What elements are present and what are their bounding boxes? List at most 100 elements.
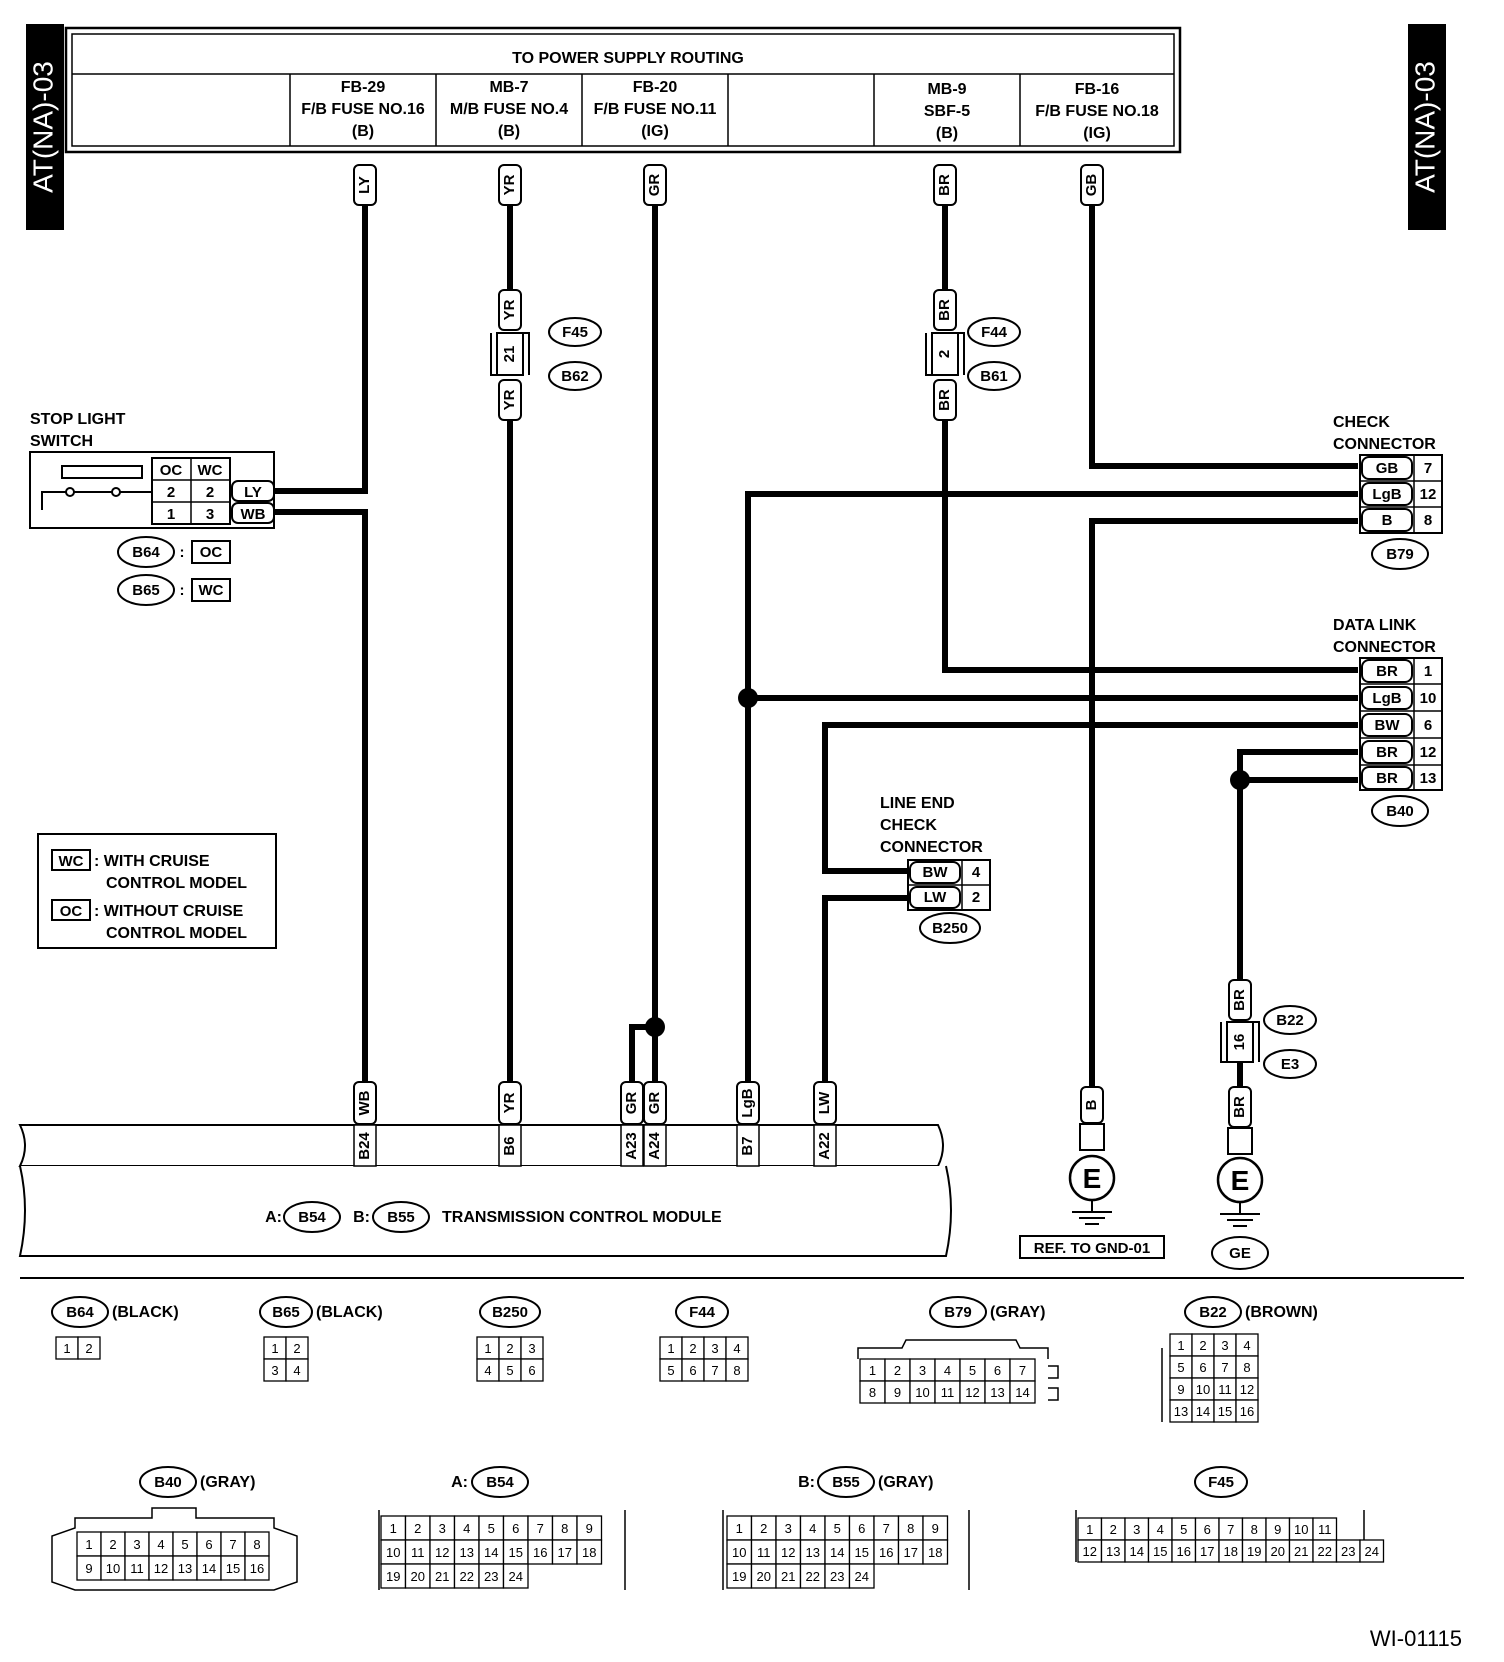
pin-label: 12 xyxy=(965,1385,979,1400)
svg-text:FB-20: FB-20 xyxy=(633,79,678,96)
pin-label: 2 xyxy=(894,1363,901,1378)
pin-label: 11 xyxy=(941,1385,955,1400)
pin-label: 23 xyxy=(484,1569,498,1584)
svg-text:10: 10 xyxy=(1420,690,1437,707)
svg-text:BR: BR xyxy=(1376,770,1398,787)
svg-text:B61: B61 xyxy=(980,368,1008,385)
pin-label: 5 xyxy=(1177,1360,1184,1375)
svg-text:B62: B62 xyxy=(561,368,589,385)
pin-cell xyxy=(576,1515,603,1541)
pin-label: 2 xyxy=(414,1521,421,1536)
wire-ly xyxy=(275,205,368,494)
pin-label: 8 xyxy=(1243,1360,1250,1375)
pin-label: 19 xyxy=(732,1569,746,1584)
pin-label: 10 xyxy=(106,1561,120,1576)
pin-label: 10 xyxy=(1196,1382,1210,1397)
wire-tag-wb-tcm: WB xyxy=(353,1081,377,1125)
ground-ge: E GE xyxy=(1211,1127,1269,1270)
svg-text:1: 1 xyxy=(1424,663,1432,680)
svg-text:MB-9: MB-9 xyxy=(927,81,966,98)
wires xyxy=(275,205,1358,1140)
svg-text:2: 2 xyxy=(167,484,175,501)
pin-label: 6 xyxy=(528,1363,535,1378)
ground-ref-gnd01: E REF. TO GND-01 xyxy=(1019,1123,1165,1259)
pin-label: 3 xyxy=(1221,1338,1228,1353)
pin-cell xyxy=(775,1563,802,1589)
pin-label: 15 xyxy=(509,1545,523,1560)
pin-cell xyxy=(848,1563,875,1589)
svg-text:B40: B40 xyxy=(1386,803,1414,820)
pin-label: 14 xyxy=(1196,1404,1210,1419)
pin-label: 5 xyxy=(969,1363,976,1378)
pin-cell xyxy=(429,1515,456,1541)
svg-text:B7: B7 xyxy=(739,1136,756,1155)
svg-text:OC: OC xyxy=(200,544,223,561)
pin-label: 6 xyxy=(858,1521,865,1536)
svg-text:BR: BR xyxy=(936,389,953,411)
pin-label: 2 xyxy=(1110,1522,1117,1537)
pin-label: 15 xyxy=(1153,1544,1167,1559)
svg-text:B:: B: xyxy=(798,1474,815,1491)
wire-lw xyxy=(822,895,908,1092)
pin-label: 13 xyxy=(1106,1544,1120,1559)
pin-cell xyxy=(220,1531,246,1557)
pin-label: 20 xyxy=(1271,1544,1285,1559)
pin-label: 20 xyxy=(757,1569,771,1584)
pin-cell xyxy=(429,1539,456,1565)
svg-text:13: 13 xyxy=(1420,770,1437,787)
pin-cell xyxy=(1009,1380,1036,1404)
pin-label: 8 xyxy=(733,1363,740,1378)
pin-label: 17 xyxy=(558,1545,572,1560)
pin-label: 15 xyxy=(855,1545,869,1560)
pin-label: 1 xyxy=(63,1341,70,1356)
svg-text::: : xyxy=(180,582,185,599)
pin-label: 2 xyxy=(109,1537,116,1552)
svg-text:BR: BR xyxy=(1231,1096,1248,1118)
pin-cell xyxy=(124,1555,150,1581)
pin-label: 17 xyxy=(1200,1544,1214,1559)
pin-label: 16 xyxy=(533,1545,547,1560)
svg-text:CHECK: CHECK xyxy=(880,817,937,834)
svg-text:21: 21 xyxy=(501,346,518,363)
power-col-fb29: FB-29 F/B FUSE NO.16 (B) xyxy=(301,79,425,140)
svg-text:M/B FUSE NO.4: M/B FUSE NO.4 xyxy=(450,101,568,118)
svg-text:B24: B24 xyxy=(356,1132,373,1160)
power-col-fb20: FB-20 F/B FUSE NO.11 (IG) xyxy=(594,79,717,140)
svg-text:3: 3 xyxy=(206,506,214,523)
pin-label: 7 xyxy=(229,1537,236,1552)
svg-text:B65: B65 xyxy=(272,1304,300,1321)
pin-label: 22 xyxy=(806,1569,820,1584)
svg-text:WC: WC xyxy=(198,462,223,479)
svg-text:E3: E3 xyxy=(1281,1056,1299,1073)
pin-label: 14 xyxy=(484,1545,498,1560)
drawing-id: WI-01115 xyxy=(1370,1626,1462,1651)
svg-text:(GRAY): (GRAY) xyxy=(990,1304,1045,1321)
pin-label: 3 xyxy=(1133,1522,1140,1537)
pin-label: 12 xyxy=(1083,1544,1097,1559)
pin-label: 2 xyxy=(85,1341,92,1356)
pin-label: 2 xyxy=(1199,1338,1206,1353)
pin-cell xyxy=(478,1515,505,1541)
svg-text:LgB: LgB xyxy=(1372,690,1401,707)
pin-label: 4 xyxy=(809,1521,816,1536)
pin-cell xyxy=(172,1555,198,1581)
wire-tags: LY YR GR BR GB WB YR GR GR LgB LW B BR xyxy=(353,164,1252,1128)
svg-text:4: 4 xyxy=(972,864,981,881)
pin-label: 3 xyxy=(919,1363,926,1378)
svg-text:B64: B64 xyxy=(132,544,160,561)
splice-dots xyxy=(645,688,1250,1037)
pin-label: 21 xyxy=(435,1569,449,1584)
pin-label: 5 xyxy=(834,1521,841,1536)
pin-label: 24 xyxy=(1365,1544,1379,1559)
svg-text:SBF-5: SBF-5 xyxy=(924,103,970,120)
svg-text:: WITHOUT CRUISE: : WITHOUT CRUISE xyxy=(94,903,244,920)
pin-label: 9 xyxy=(894,1385,901,1400)
svg-text:BW: BW xyxy=(923,864,949,881)
svg-text:BR: BR xyxy=(1231,989,1248,1011)
pin-label: 21 xyxy=(1294,1544,1308,1559)
svg-text:DATA LINK: DATA LINK xyxy=(1333,617,1417,634)
pin-label: 23 xyxy=(830,1569,844,1584)
